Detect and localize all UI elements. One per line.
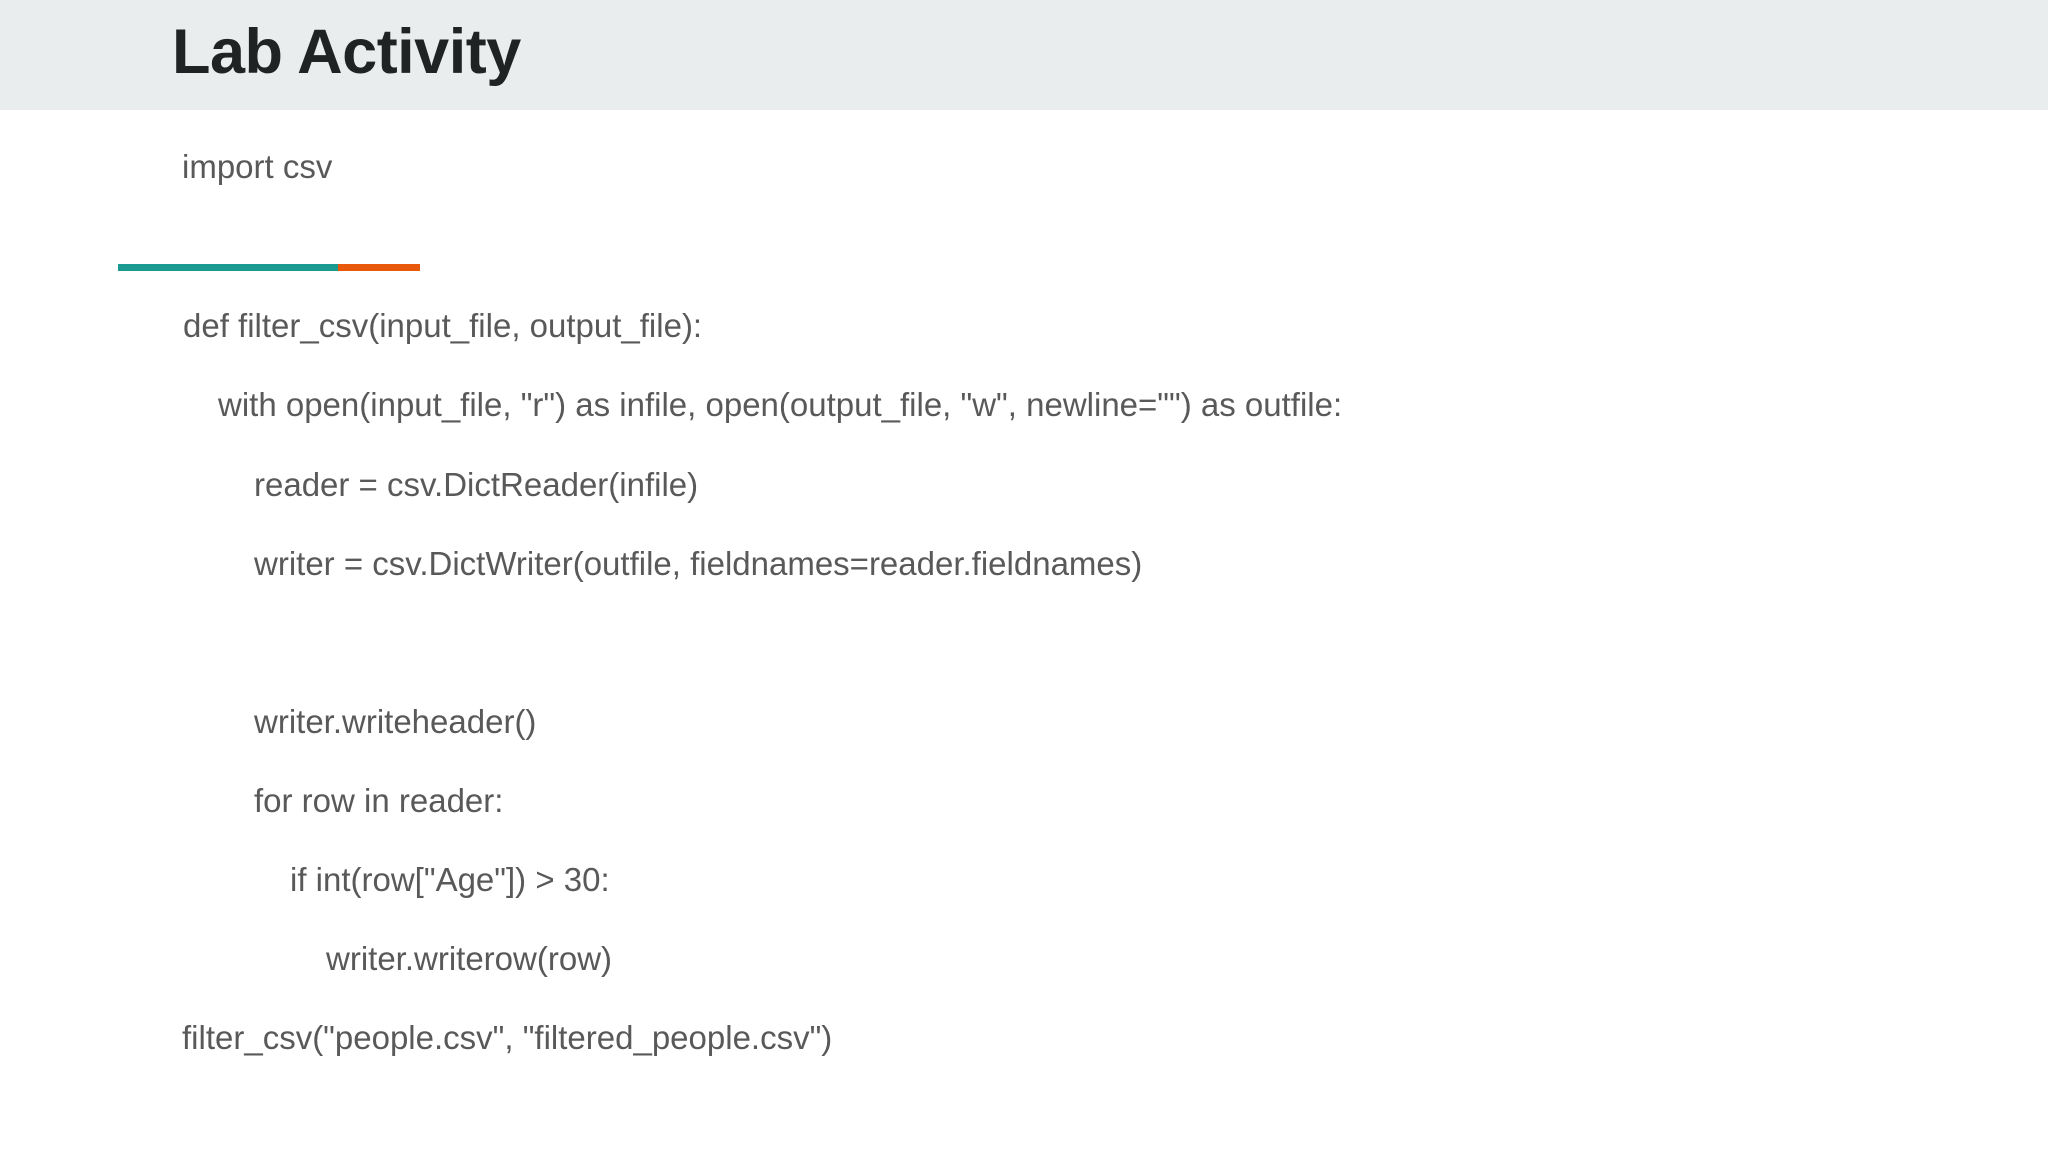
code-line: import csv bbox=[182, 148, 333, 185]
code-line: filter_csv("people.csv", "filtered_peopl… bbox=[182, 1019, 833, 1056]
code-line: def filter_csv(input_file, output_file): bbox=[183, 307, 703, 344]
code-line: if int(row["Age"]) > 30: bbox=[290, 861, 610, 898]
code-line: writer.writerow(row) bbox=[326, 940, 613, 977]
slide-title-band: Lab Activity bbox=[0, 0, 2048, 110]
accent-divider bbox=[118, 264, 420, 271]
code-line: writer.writeheader() bbox=[254, 703, 537, 740]
code-line: reader = csv.DictReader(infile) bbox=[254, 466, 699, 503]
divider-teal-segment bbox=[118, 264, 338, 271]
page-title: Lab Activity bbox=[172, 17, 521, 87]
divider-orange-segment bbox=[338, 264, 420, 271]
code-line: with open(input_file, "r") as infile, op… bbox=[218, 386, 1343, 423]
code-line: writer = csv.DictWriter(outfile, fieldna… bbox=[254, 545, 1143, 582]
code-line: for row in reader: bbox=[254, 782, 504, 819]
